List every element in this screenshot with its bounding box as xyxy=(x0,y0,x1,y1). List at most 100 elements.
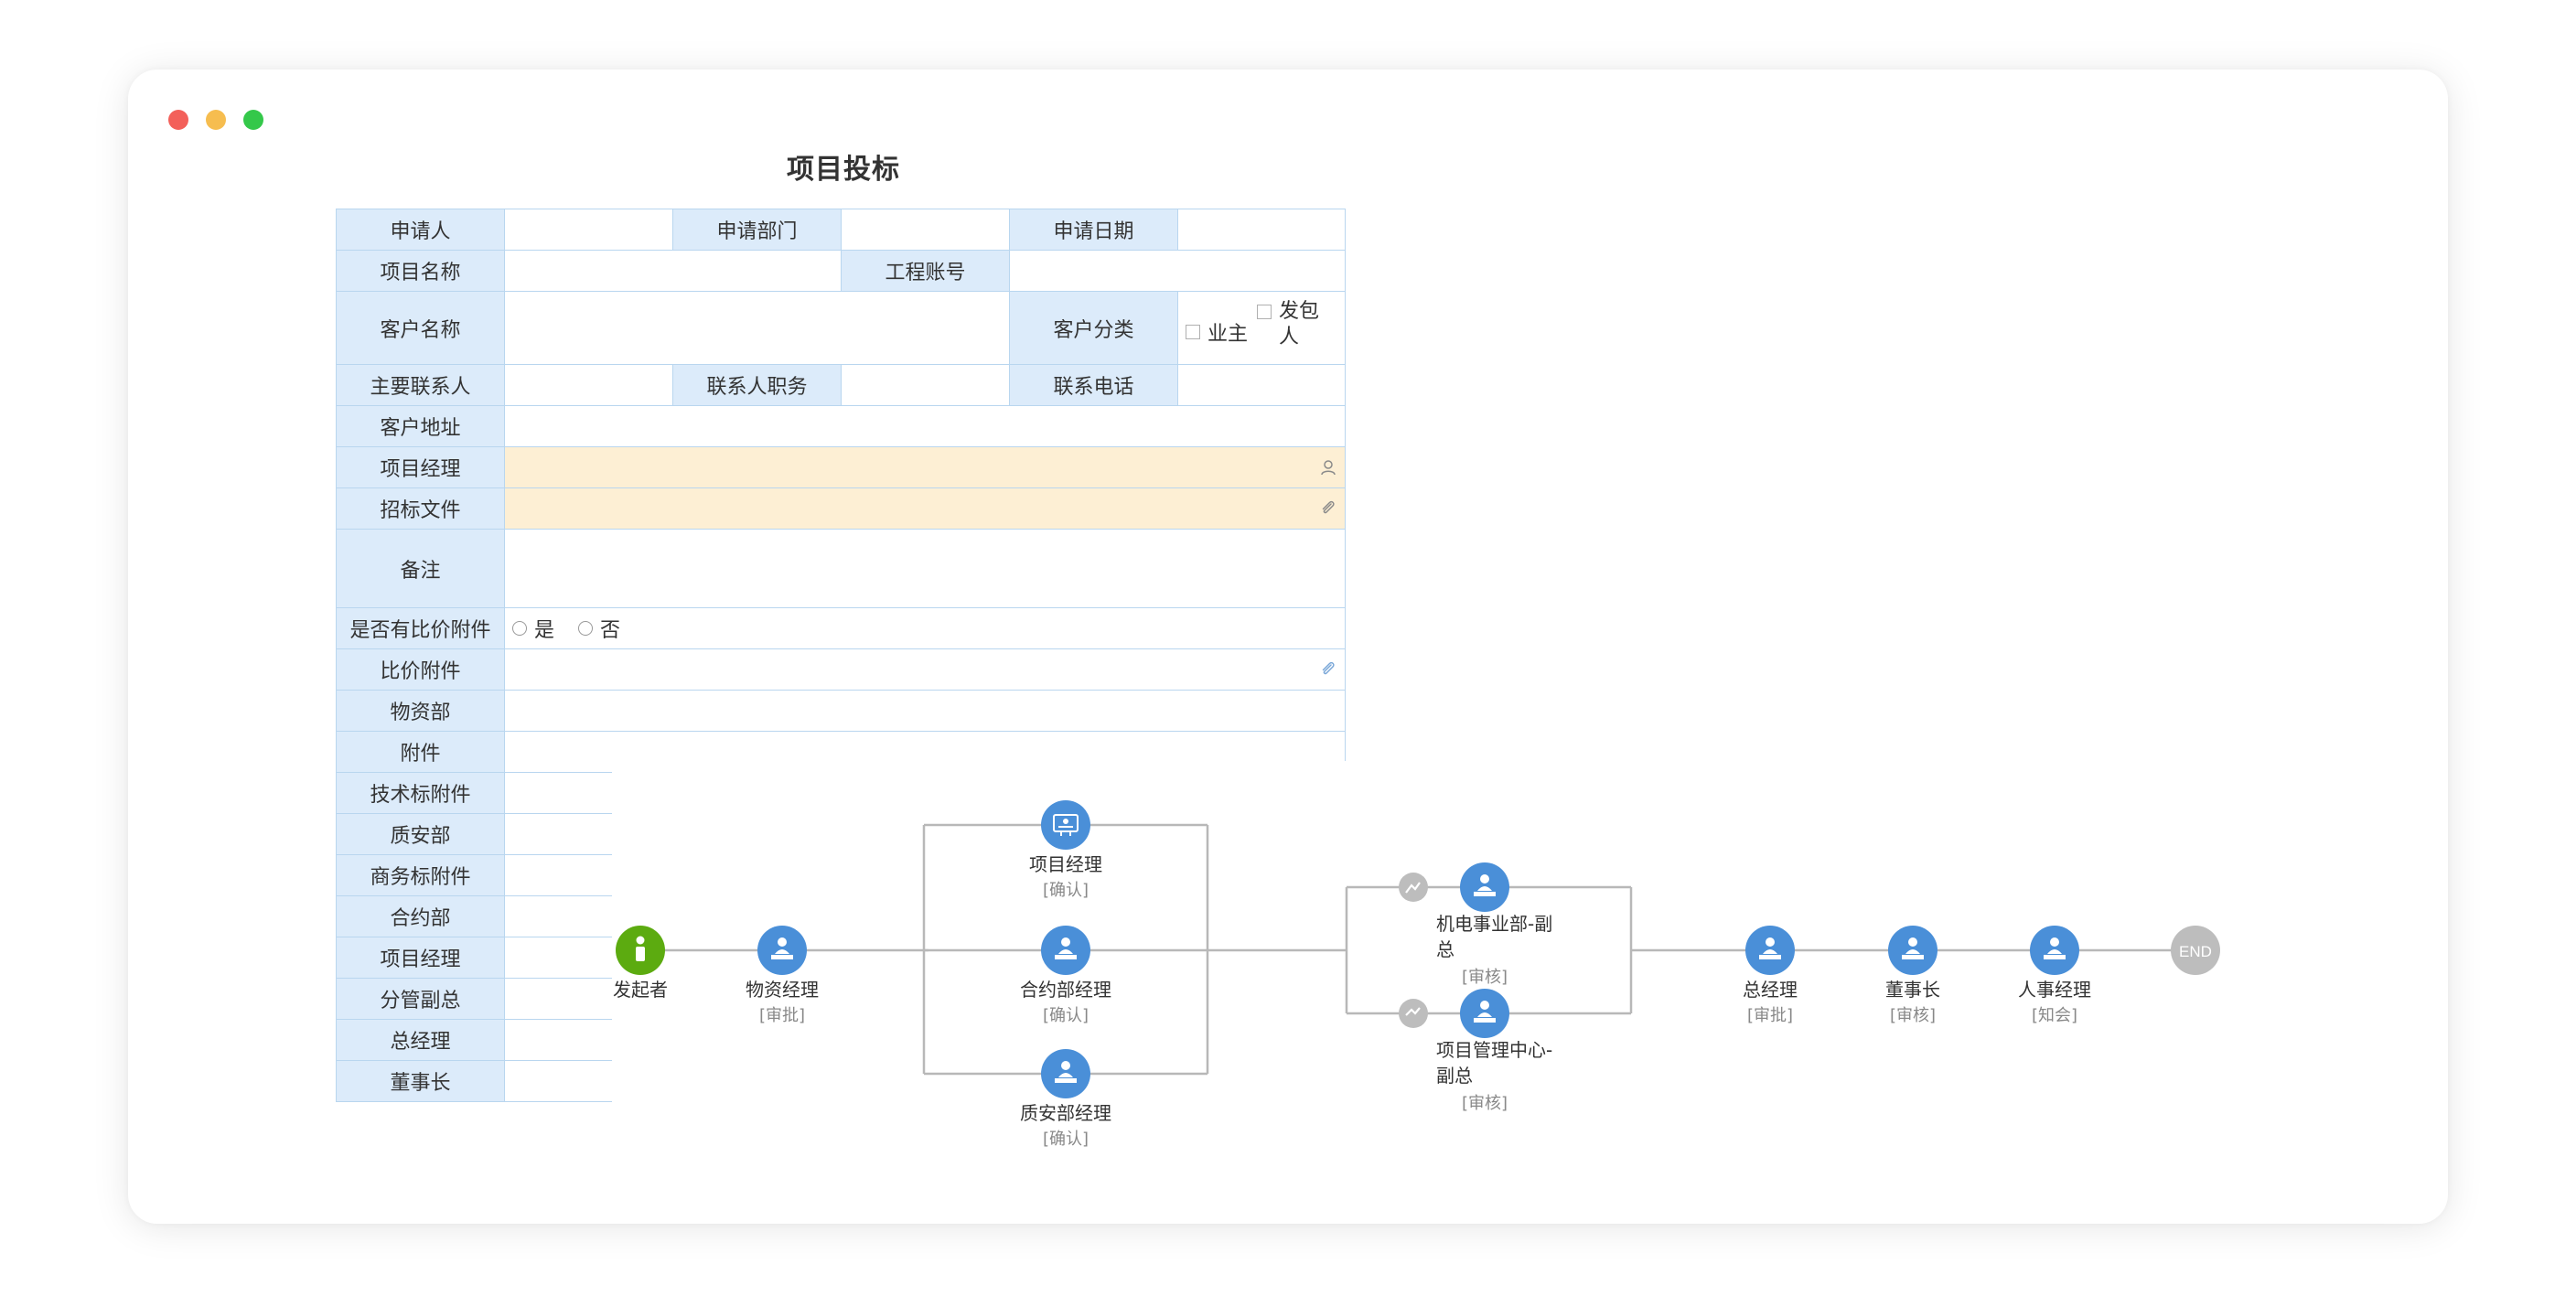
label-project-manager-2: 项目经理 xyxy=(336,937,505,979)
node-label: 总经理 xyxy=(1743,979,1798,1001)
quality-safety-manager-node[interactable] xyxy=(1041,1049,1090,1098)
label-remarks: 备注 xyxy=(336,529,505,608)
maximize-window-button[interactable] xyxy=(243,110,263,130)
paperclip-icon[interactable] xyxy=(1319,660,1337,679)
node-role: [审批] xyxy=(1746,1006,1794,1025)
flow-connectors: END xyxy=(616,800,2220,1098)
label-chairman: 董事长 xyxy=(336,1060,505,1102)
label-contact-phone: 联系电话 xyxy=(1009,364,1178,406)
user-icon[interactable] xyxy=(1319,458,1337,477)
project-manager-node[interactable] xyxy=(1041,800,1090,850)
checkbox-icon xyxy=(1257,305,1272,319)
node-role: [审批] xyxy=(758,1006,806,1025)
end-label: END xyxy=(2179,943,2212,960)
department-input[interactable] xyxy=(841,209,1010,251)
customer-type-contractor-label: 发包人 xyxy=(1279,300,1320,348)
price-compare-no[interactable]: 否 xyxy=(578,614,620,643)
price-compare-yes-label: 是 xyxy=(534,619,555,642)
applicant-input[interactable] xyxy=(504,209,673,251)
project-manager-2-input[interactable] xyxy=(504,937,612,979)
start-node[interactable] xyxy=(616,926,665,975)
radio-icon xyxy=(512,621,527,636)
business-bid-attach-input[interactable] xyxy=(504,854,612,896)
label-applicant: 申请人 xyxy=(336,209,505,251)
gm-node[interactable] xyxy=(1745,926,1795,975)
label-customer-name: 客户名称 xyxy=(336,291,505,365)
mep-vice-gm-node[interactable] xyxy=(1460,862,1509,912)
vice-gm-input[interactable] xyxy=(504,978,612,1020)
node-role: [审核] xyxy=(1889,1006,1937,1025)
gm-input[interactable] xyxy=(504,1019,612,1061)
customer-type-owner[interactable]: 业主 xyxy=(1186,317,1248,347)
chairman-node[interactable] xyxy=(1888,926,1937,975)
node-label: 发起者 xyxy=(613,979,668,1001)
customer-type-options: 业主 发包人 xyxy=(1177,291,1346,365)
remarks-textarea[interactable] xyxy=(504,529,1346,608)
label-main-contact: 主要联系人 xyxy=(336,364,505,406)
materials-dept-input[interactable] xyxy=(504,690,1346,732)
main-contact-input[interactable] xyxy=(504,364,673,406)
label-price-compare-attach: 比价附件 xyxy=(336,648,505,691)
node-role: [确认] xyxy=(1042,1130,1089,1149)
hr-manager-node[interactable] xyxy=(2030,926,2079,975)
project-account-input[interactable] xyxy=(1009,250,1346,292)
node-label: 项目管理中心-副总 xyxy=(1436,1039,1553,1087)
node-label: 人事经理 xyxy=(2018,979,2091,1001)
flow-backdrop xyxy=(613,761,1354,1118)
label-quality-safety: 质安部 xyxy=(336,813,505,855)
node-role: [审核] xyxy=(1461,968,1508,987)
materials-manager-node[interactable] xyxy=(757,926,807,975)
node-role: [审核] xyxy=(1461,1094,1508,1113)
customer-type-owner-label: 业主 xyxy=(1208,323,1249,346)
project-name-input[interactable] xyxy=(504,250,842,292)
customer-type-contractor[interactable]: 发包人 xyxy=(1257,299,1321,350)
pmo-vice-gm-node[interactable] xyxy=(1460,989,1509,1038)
minimize-window-button[interactable] xyxy=(206,110,226,130)
price-compare-attach-upload[interactable] xyxy=(504,648,1346,691)
label-has-price-compare: 是否有比价附件 xyxy=(336,607,505,649)
node-label: 机电事业部-副总 xyxy=(1436,913,1553,960)
label-contract-dept: 合约部 xyxy=(336,895,505,937)
node-label: 董事长 xyxy=(1885,979,1940,1001)
checkbox-icon xyxy=(1186,325,1200,339)
label-department: 申请部门 xyxy=(672,209,842,251)
contact-phone-input[interactable] xyxy=(1177,364,1346,406)
condition-icon[interactable] xyxy=(1399,873,1428,902)
node-role: [知会] xyxy=(2031,1006,2078,1025)
end-node[interactable]: END xyxy=(2171,926,2220,975)
node-label: 合约部经理 xyxy=(1020,979,1111,1001)
node-label: 物资经理 xyxy=(746,979,819,1001)
label-attachments: 附件 xyxy=(336,731,505,773)
bid-files-upload[interactable] xyxy=(504,487,1346,530)
close-window-button[interactable] xyxy=(168,110,188,130)
label-project-name: 项目名称 xyxy=(336,250,505,292)
tech-bid-attach-input[interactable] xyxy=(504,772,612,814)
quality-safety-input[interactable] xyxy=(504,813,612,855)
label-materials-dept: 物资部 xyxy=(336,690,505,732)
condition-icon[interactable] xyxy=(1399,999,1428,1028)
customer-address-input[interactable] xyxy=(504,405,1346,447)
form-title: 项目投标 xyxy=(787,154,900,186)
date-input[interactable] xyxy=(1177,209,1346,251)
label-gm: 总经理 xyxy=(336,1019,505,1061)
label-bid-files: 招标文件 xyxy=(336,487,505,530)
label-customer-address: 客户地址 xyxy=(336,405,505,447)
node-label: 质安部经理 xyxy=(1020,1102,1111,1124)
label-customer-type: 客户分类 xyxy=(1009,291,1178,365)
node-role: [确认] xyxy=(1042,881,1089,900)
chairman-input[interactable] xyxy=(504,1060,612,1102)
customer-name-input[interactable] xyxy=(504,291,1010,365)
price-compare-no-label: 否 xyxy=(600,619,621,642)
node-role: [确认] xyxy=(1042,1006,1089,1025)
label-business-bid-attach: 商务标附件 xyxy=(336,854,505,896)
label-project-account: 工程账号 xyxy=(841,250,1010,292)
price-compare-yes[interactable]: 是 xyxy=(512,614,554,643)
paperclip-icon[interactable] xyxy=(1319,499,1337,518)
label-date: 申请日期 xyxy=(1009,209,1178,251)
project-manager-picker[interactable] xyxy=(504,446,1346,488)
contact-title-input[interactable] xyxy=(841,364,1010,406)
label-contact-title: 联系人职务 xyxy=(672,364,842,406)
contract-manager-node[interactable] xyxy=(1041,926,1090,975)
label-project-manager: 项目经理 xyxy=(336,446,505,488)
contract-dept-input[interactable] xyxy=(504,895,612,937)
